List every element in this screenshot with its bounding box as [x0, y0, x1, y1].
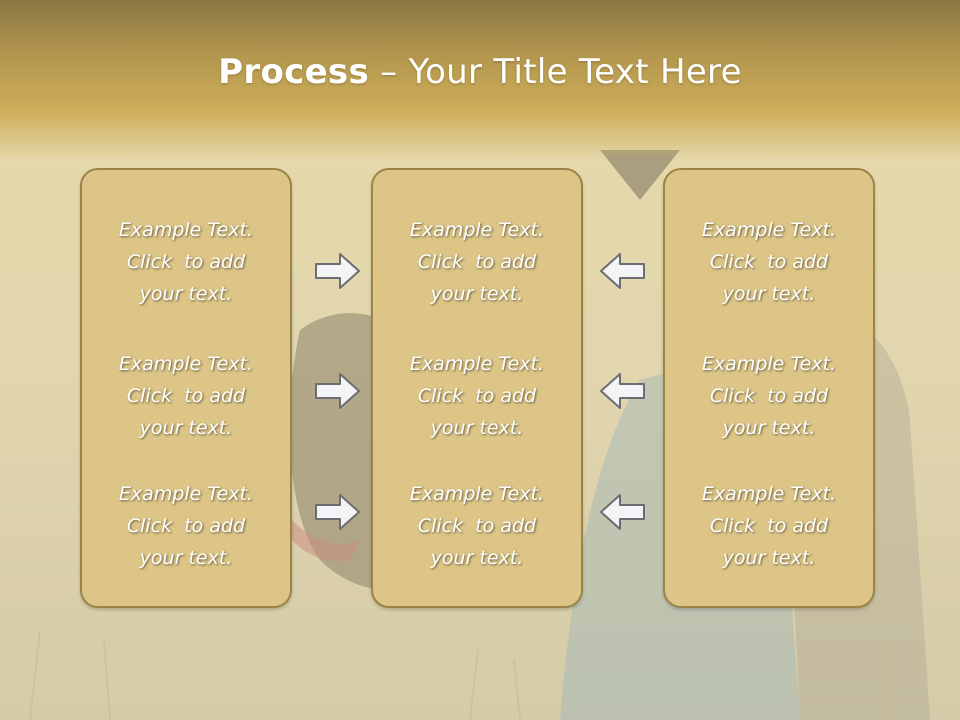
text-line: your text. [722, 547, 816, 569]
text-line: Example Text. [701, 353, 837, 375]
header-band [0, 0, 960, 160]
text-line: your text. [139, 283, 233, 305]
text-line: Click to add [709, 251, 829, 273]
text-line: Example Text. [701, 483, 837, 505]
text-line: Click to add [417, 251, 537, 273]
text-line: Click to add [709, 515, 829, 537]
left-arrow-icon [600, 253, 645, 289]
slide-title[interactable]: Process – Your Title Text Here [0, 52, 960, 92]
text-line: Example Text. [118, 219, 254, 241]
text-line: Click to add [126, 251, 246, 273]
right-arrow-icon [315, 373, 360, 409]
text-line: Example Text. [409, 483, 545, 505]
left-arrow-icon [600, 494, 645, 530]
left-arrow-icon [600, 373, 645, 409]
text-block[interactable]: Example Text. Click to add your text. [665, 214, 873, 310]
text-line: your text. [430, 417, 524, 439]
text-line: Example Text. [409, 219, 545, 241]
text-block[interactable]: Example Text. Click to add your text. [82, 348, 290, 444]
text-line: your text. [430, 547, 524, 569]
text-block[interactable]: Example Text. Click to add your text. [82, 478, 290, 574]
text-line: Click to add [417, 385, 537, 407]
text-line: Click to add [126, 515, 246, 537]
title-rest: – Your Title Text Here [369, 52, 742, 92]
right-arrow-icon [315, 253, 360, 289]
title-bold: Process [218, 52, 370, 92]
text-line: Example Text. [409, 353, 545, 375]
text-block[interactable]: Example Text. Click to add your text. [665, 478, 873, 574]
text-block[interactable]: Example Text. Click to add your text. [373, 348, 581, 444]
text-line: your text. [722, 417, 816, 439]
text-line: Click to add [126, 385, 246, 407]
text-block[interactable]: Example Text. Click to add your text. [373, 478, 581, 574]
text-line: Example Text. [701, 219, 837, 241]
right-arrow-icon [315, 494, 360, 530]
text-line: Example Text. [118, 483, 254, 505]
text-block[interactable]: Example Text. Click to add your text. [373, 214, 581, 310]
text-block[interactable]: Example Text. Click to add your text. [82, 214, 290, 310]
text-line: your text. [430, 283, 524, 305]
process-box-right[interactable]: Example Text. Click to add your text. Ex… [663, 168, 875, 608]
text-line: your text. [722, 283, 816, 305]
process-box-left[interactable]: Example Text. Click to add your text. Ex… [80, 168, 292, 608]
text-line: Click to add [417, 515, 537, 537]
process-box-center[interactable]: Example Text. Click to add your text. Ex… [371, 168, 583, 608]
text-line: your text. [139, 547, 233, 569]
text-line: Click to add [709, 385, 829, 407]
text-line: Example Text. [118, 353, 254, 375]
text-block[interactable]: Example Text. Click to add your text. [665, 348, 873, 444]
text-line: your text. [139, 417, 233, 439]
